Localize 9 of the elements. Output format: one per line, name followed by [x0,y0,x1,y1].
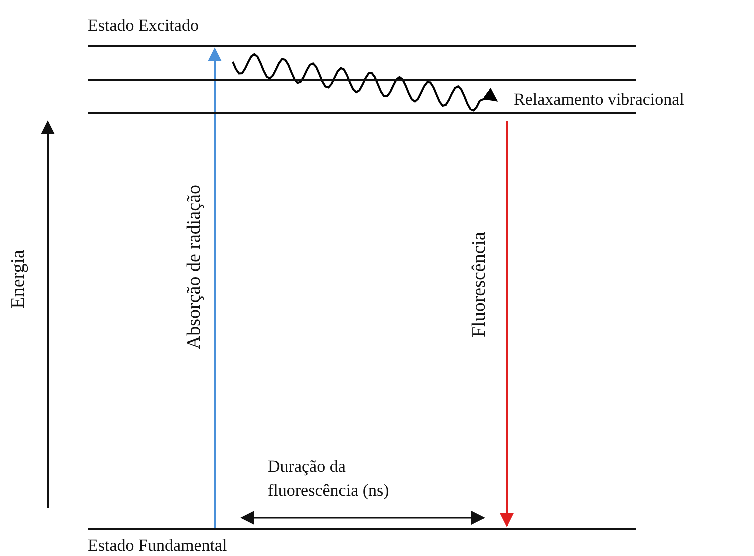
axis-label: Energia [8,250,30,309]
arrow [208,48,222,528]
level-label: Estado Excitado [88,16,199,36]
duration-label: Duração da fluorescência (ns) [268,456,390,502]
arrow [500,121,514,528]
wavy-arrow [232,53,498,112]
energy-level [88,16,636,47]
edge-label: Absorção de radiação [184,185,206,350]
level-label: Estado Fundamental [88,536,228,556]
